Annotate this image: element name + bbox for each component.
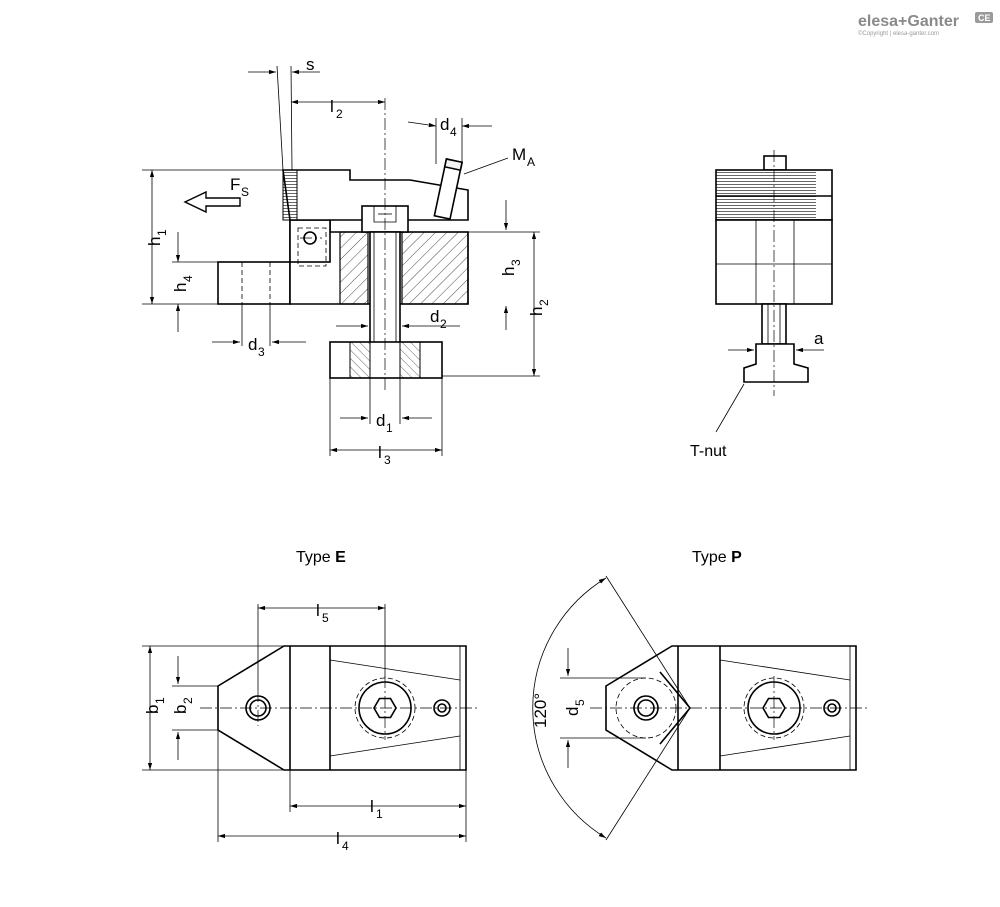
front-view: a T-nut — [690, 150, 833, 460]
label-b2-sub: 2 — [181, 697, 195, 704]
label-b1-sub: 1 — [153, 697, 167, 704]
label-h3-sub: 3 — [509, 259, 523, 266]
label-h2-sub: 2 — [537, 299, 551, 306]
front-tnut — [743, 343, 809, 383]
label-l1-sub: 1 — [376, 807, 383, 821]
label-ma: M — [512, 145, 526, 164]
side-view: s l 2 d 4 M A F S h 1 h 4 h 3 h 2 d 2 d … — [142, 55, 551, 467]
label-l5-sub: 5 — [322, 611, 329, 625]
label-l4-sub: 4 — [342, 839, 349, 853]
label-tnut: T-nut — [690, 443, 727, 460]
label-d2: d — [430, 307, 439, 326]
label-l4: l — [336, 829, 340, 848]
label-l2-sub: 2 — [336, 107, 343, 121]
label-h4-sub: 4 — [181, 275, 195, 282]
type-e-caption: Type E — [296, 549, 346, 566]
label-l2: l — [330, 97, 334, 116]
force-arrow-icon — [183, 190, 241, 214]
label-a: a — [814, 329, 824, 348]
label-d2-sub: 2 — [440, 317, 447, 331]
label-l5: l — [316, 601, 320, 620]
label-fs: F — [230, 175, 240, 194]
type-e-view: Type E l 5 — [142, 549, 478, 853]
label-d1: d — [376, 411, 385, 430]
label-d3-sub: 3 — [258, 345, 265, 359]
brand-logo: elesa+Ganter CE ©Copyright | elesa-gante… — [858, 12, 993, 37]
label-h4: h — [171, 283, 190, 292]
label-d4: d — [440, 115, 449, 134]
label-b2: b — [171, 705, 190, 714]
label-s: s — [306, 55, 315, 74]
type-p-caption: Type P — [692, 549, 742, 566]
label-d1-sub: 1 — [386, 421, 393, 435]
side-tnut — [329, 341, 443, 379]
side-low-step — [217, 261, 291, 305]
label-l1: l — [370, 797, 374, 816]
label-b1: b — [143, 705, 162, 714]
label-h1: h — [145, 237, 164, 246]
label-l3-sub: 3 — [384, 453, 391, 467]
label-h2: h — [527, 307, 546, 316]
brand-copyright: ©Copyright | elesa-ganter.com — [858, 30, 939, 37]
side-jaw — [282, 169, 469, 221]
label-angle: 120° — [531, 693, 550, 728]
label-d3: d — [248, 335, 257, 354]
ce-mark-text: CE — [978, 13, 991, 23]
label-d5-sub: 5 — [573, 699, 587, 706]
label-ma-sub: A — [527, 155, 535, 169]
label-h3: h — [499, 267, 518, 276]
ce-mark-icon — [975, 12, 993, 23]
type-p-view: Type P 120° d 5 — [531, 549, 868, 841]
label-d4-sub: 4 — [450, 125, 457, 139]
label-h1-sub: 1 — [155, 229, 169, 236]
brand-logo-text: elesa+Ganter — [858, 13, 959, 30]
label-fs-sub: S — [241, 185, 249, 199]
label-l3: l — [378, 443, 382, 462]
label-d5: d — [563, 707, 582, 716]
